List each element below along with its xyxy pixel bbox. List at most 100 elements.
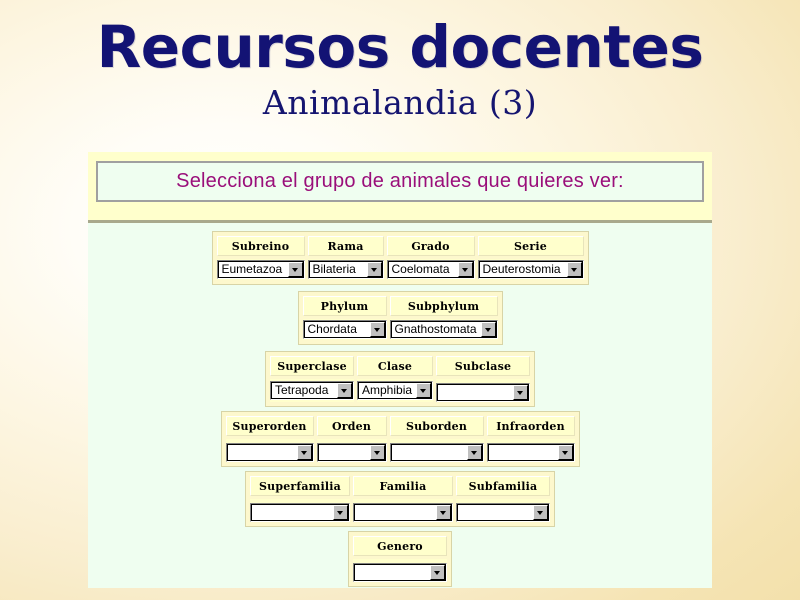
- table-row: Chordata Gnathostomata: [302, 319, 498, 340]
- select-rama[interactable]: Bilateria: [307, 260, 384, 279]
- table-row: Tetrapoda Amphibia: [270, 379, 530, 402]
- select-subfamilia[interactable]: [456, 502, 550, 522]
- chevron-down-icon[interactable]: [557, 444, 573, 460]
- select-subclase[interactable]: [436, 382, 530, 402]
- select-clase[interactable]: Amphibia: [357, 380, 433, 400]
- select-cell-superclase: Tetrapoda: [270, 379, 354, 402]
- chevron-down-icon[interactable]: [369, 322, 385, 337]
- header-label: Serie: [514, 240, 547, 253]
- header-label: Subfamilia: [468, 480, 538, 493]
- header-label: Suborden: [405, 420, 468, 433]
- table-row: Phylum Subphylum: [302, 296, 498, 316]
- header-cell-rama: Rama: [307, 236, 384, 256]
- select-cell-clase: Amphibia: [357, 379, 433, 402]
- select-value: Tetrapoda: [275, 382, 329, 397]
- select-serie[interactable]: Deuterostomia: [477, 260, 584, 279]
- select-superfamilia[interactable]: [250, 502, 350, 522]
- table-row: Genero: [353, 536, 447, 556]
- select-phylum[interactable]: Chordata: [302, 320, 387, 339]
- select-infraorden[interactable]: [486, 442, 575, 462]
- table-row: Subreino Rama Grado Serie: [216, 236, 584, 256]
- header-cell-infraorden: Infraorden: [486, 416, 575, 436]
- header-cell-superclase: Superclase: [270, 356, 354, 376]
- chevron-down-icon[interactable]: [369, 444, 385, 460]
- header-label: Subclase: [454, 360, 512, 373]
- page-title: Recursos docentes: [96, 13, 704, 81]
- header-cell-subclase: Subclase: [436, 356, 530, 376]
- select-cell-subfamilia: [456, 499, 550, 522]
- chevron-down-icon[interactable]: [287, 262, 303, 277]
- instruction-panel: Selecciona el grupo de animales que quie…: [88, 152, 712, 223]
- select-familia[interactable]: [353, 502, 453, 522]
- chevron-down-icon[interactable]: [430, 564, 445, 580]
- select-superorden[interactable]: [225, 442, 314, 462]
- chevron-down-icon[interactable]: [533, 504, 548, 520]
- select-value: Amphibia: [362, 382, 413, 397]
- chevron-down-icon[interactable]: [466, 444, 482, 460]
- header-cell-serie: Serie: [477, 236, 584, 256]
- select-suborden[interactable]: [389, 442, 484, 462]
- select-cell-subphylum: Gnathostomata: [389, 319, 498, 340]
- header-label: Subreino: [231, 240, 290, 253]
- header-label: Familia: [379, 480, 427, 493]
- table-row: [250, 499, 550, 522]
- chevron-down-icon[interactable]: [480, 322, 496, 337]
- select-value: Chordata: [307, 322, 357, 336]
- select-orden[interactable]: [316, 442, 387, 462]
- instruction-text: Selecciona el grupo de animales que quie…: [176, 170, 624, 192]
- select-subreino[interactable]: Eumetazoa: [216, 260, 305, 279]
- header-label: Grado: [411, 240, 450, 253]
- select-grado[interactable]: Coelomata: [386, 260, 475, 279]
- select-cell-serie: Deuterostomia: [477, 259, 584, 280]
- select-cell-grado: Coelomata: [386, 259, 475, 280]
- select-value: Coelomata: [391, 262, 450, 276]
- header-cell-clase: Clase: [357, 356, 433, 376]
- table-row: Eumetazoa Bilateria Coelomata Deuterostomia: [216, 259, 584, 280]
- header-label: Phylum: [320, 300, 369, 313]
- select-value: Eumetazoa: [221, 262, 283, 276]
- header-label: Genero: [377, 540, 423, 553]
- select-cell-familia: [353, 499, 453, 522]
- select-subphylum[interactable]: Gnathostomata: [389, 320, 498, 339]
- chevron-down-icon[interactable]: [366, 262, 382, 277]
- select-cell-superorden: [225, 439, 314, 462]
- select-cell-orden: [316, 439, 387, 462]
- row-genero: Genero: [88, 531, 712, 587]
- select-cell-subclase: [436, 379, 530, 402]
- header-cell-suborden: Suborden: [389, 416, 484, 436]
- select-cell-superfamilia: [250, 499, 350, 522]
- header-label: Subphylum: [407, 300, 480, 313]
- chevron-down-icon[interactable]: [296, 444, 312, 460]
- chevron-down-icon[interactable]: [566, 262, 582, 277]
- select-value: Gnathostomata: [394, 322, 477, 336]
- select-cell-genero: [353, 559, 447, 582]
- header-cell-grado: Grado: [386, 236, 475, 256]
- select-cell-rama: Bilateria: [307, 259, 384, 280]
- chevron-down-icon[interactable]: [333, 504, 348, 520]
- chevron-down-icon[interactable]: [457, 262, 473, 277]
- select-value: Bilateria: [312, 262, 356, 276]
- chevron-down-icon[interactable]: [436, 504, 451, 520]
- select-cell-subreino: Eumetazoa: [216, 259, 305, 280]
- header-label: Orden: [331, 420, 372, 433]
- chevron-down-icon[interactable]: [337, 382, 352, 398]
- chevron-down-icon[interactable]: [513, 384, 528, 400]
- select-value: Deuterostomia: [482, 262, 561, 276]
- table-row: [225, 439, 575, 462]
- select-superclase[interactable]: Tetrapoda: [270, 380, 354, 400]
- select-genero[interactable]: [353, 562, 447, 582]
- row-genero-table: Genero: [348, 531, 452, 587]
- chevron-down-icon[interactable]: [416, 382, 431, 398]
